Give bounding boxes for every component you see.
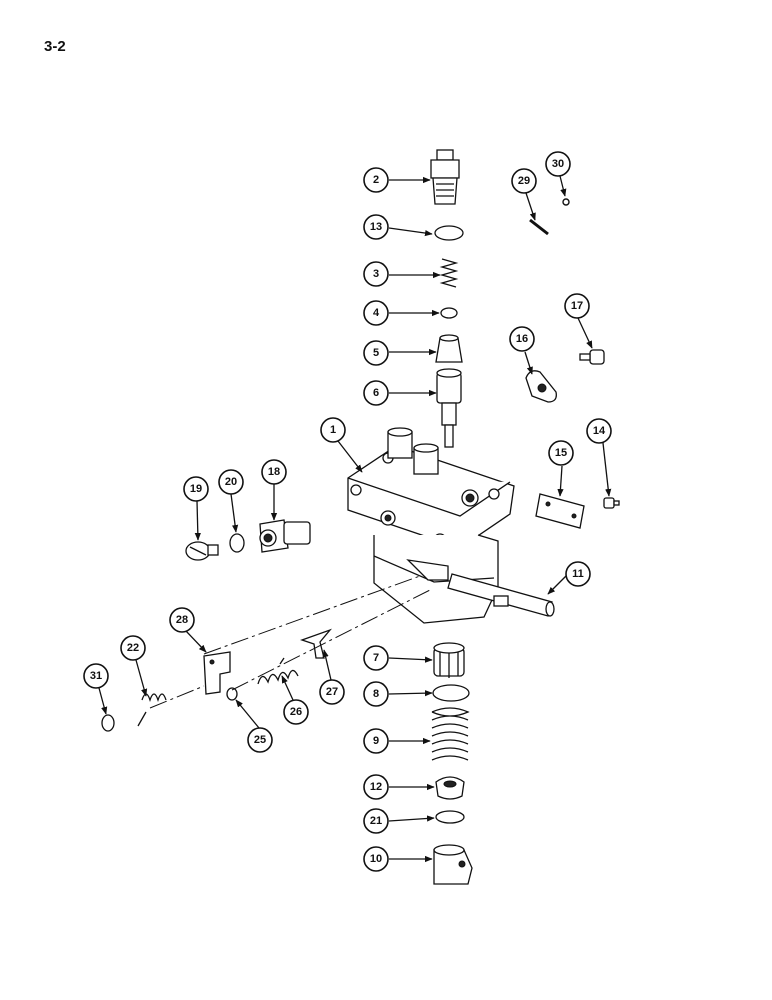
- svg-text:29: 29: [518, 175, 530, 187]
- callout-18: 18: [261, 459, 287, 485]
- callout-6: 6: [363, 380, 389, 406]
- callout-13: 13: [363, 214, 389, 240]
- callout-17: 17: [564, 293, 590, 319]
- svg-text:10: 10: [370, 853, 382, 865]
- part-8-washer: [432, 684, 470, 702]
- part-4-washer: [440, 307, 458, 319]
- svg-text:27: 27: [326, 686, 338, 698]
- svg-text:13: 13: [370, 221, 382, 233]
- svg-text:8: 8: [373, 688, 379, 700]
- callout-2: 2: [363, 167, 389, 193]
- leader-lines: [98, 175, 612, 863]
- part-22-spring: [137, 693, 167, 727]
- callout-16: 16: [509, 326, 535, 352]
- callout-21: 21: [363, 808, 389, 834]
- svg-text:5: 5: [373, 347, 379, 359]
- svg-text:3: 3: [373, 268, 379, 280]
- svg-text:31: 31: [90, 670, 102, 682]
- part-17-screw: [579, 349, 605, 365]
- svg-text:16: 16: [516, 333, 528, 345]
- part-2-delivery-valve-holder: [430, 149, 460, 205]
- callout-3: 3: [363, 261, 389, 287]
- callout-20: 20: [218, 469, 244, 495]
- callout-22: 22: [120, 635, 146, 661]
- part-11-control-rod: [447, 573, 555, 617]
- callout-12: 12: [363, 774, 389, 800]
- page-number: 3-2: [44, 38, 66, 55]
- callout-28: 28: [169, 607, 195, 633]
- part-27-bracket: [300, 628, 333, 659]
- callout-8: 8: [363, 681, 389, 707]
- svg-text:2: 2: [373, 174, 379, 186]
- callout-26: 26: [283, 699, 309, 725]
- callout-1: 1: [320, 417, 346, 443]
- svg-text:28: 28: [176, 614, 188, 626]
- svg-text:7: 7: [373, 652, 379, 664]
- svg-text:12: 12: [370, 781, 382, 793]
- callout-30: 30: [545, 151, 571, 177]
- callout-9: 9: [363, 728, 389, 754]
- callout-25: 25: [247, 727, 273, 753]
- callout-7: 7: [363, 645, 389, 671]
- svg-text:22: 22: [127, 642, 139, 654]
- svg-text:21: 21: [370, 815, 382, 827]
- callout-31: 31: [83, 663, 109, 689]
- callout-29: 29: [511, 168, 537, 194]
- part-30-clip: [562, 198, 570, 206]
- svg-text:4: 4: [373, 307, 380, 319]
- part-6-plunger-barrel: [436, 368, 462, 448]
- part-15-plate: [535, 493, 585, 529]
- svg-text:26: 26: [290, 706, 302, 718]
- callout-4: 4: [363, 300, 389, 326]
- svg-text:30: 30: [552, 158, 564, 170]
- part-12-spring-seat: [435, 776, 465, 800]
- svg-text:18: 18: [268, 466, 280, 478]
- callout-10: 10: [363, 846, 389, 872]
- callout-14: 14: [586, 418, 612, 444]
- phantom-line-lower: [231, 589, 431, 691]
- callout-5: 5: [363, 340, 389, 366]
- part-28-lever: [203, 651, 231, 695]
- part-21-shim: [435, 810, 465, 824]
- svg-text:1: 1: [330, 424, 336, 436]
- part-14-screw: [603, 497, 620, 509]
- callout-15: 15: [548, 440, 574, 466]
- part-13-o-ring: [434, 225, 464, 241]
- svg-text:19: 19: [190, 483, 202, 495]
- svg-text:11: 11: [572, 568, 584, 580]
- svg-text:25: 25: [254, 734, 266, 746]
- part-20-washer: [229, 533, 245, 553]
- svg-text:17: 17: [571, 300, 583, 312]
- callout-27: 27: [319, 679, 345, 705]
- svg-text:20: 20: [225, 476, 237, 488]
- part-29-pin: [529, 218, 549, 236]
- part-3-spring: [439, 258, 459, 288]
- callout-19: 19: [183, 476, 209, 502]
- part-7-gear: [433, 642, 465, 678]
- svg-text:14: 14: [593, 425, 606, 437]
- part-5-delivery-valve: [435, 334, 463, 363]
- part-16-bracket: [525, 370, 557, 403]
- svg-text:6: 6: [373, 387, 379, 399]
- svg-text:9: 9: [373, 735, 379, 747]
- part-25-washer: [226, 687, 238, 701]
- phantom-line-spring: [149, 685, 205, 709]
- part-18-fitting: [259, 519, 311, 553]
- part-19-screw: [185, 541, 219, 561]
- svg-text:15: 15: [555, 447, 567, 459]
- phantom-line-upper: [203, 575, 421, 655]
- callout-11: 11: [565, 561, 591, 587]
- part-26-spring: [257, 657, 299, 685]
- part-31-washer: [101, 714, 115, 732]
- part-1-pump-housing: [347, 427, 515, 624]
- part-9-spring: [431, 707, 470, 761]
- part-10-tappet: [433, 844, 473, 885]
